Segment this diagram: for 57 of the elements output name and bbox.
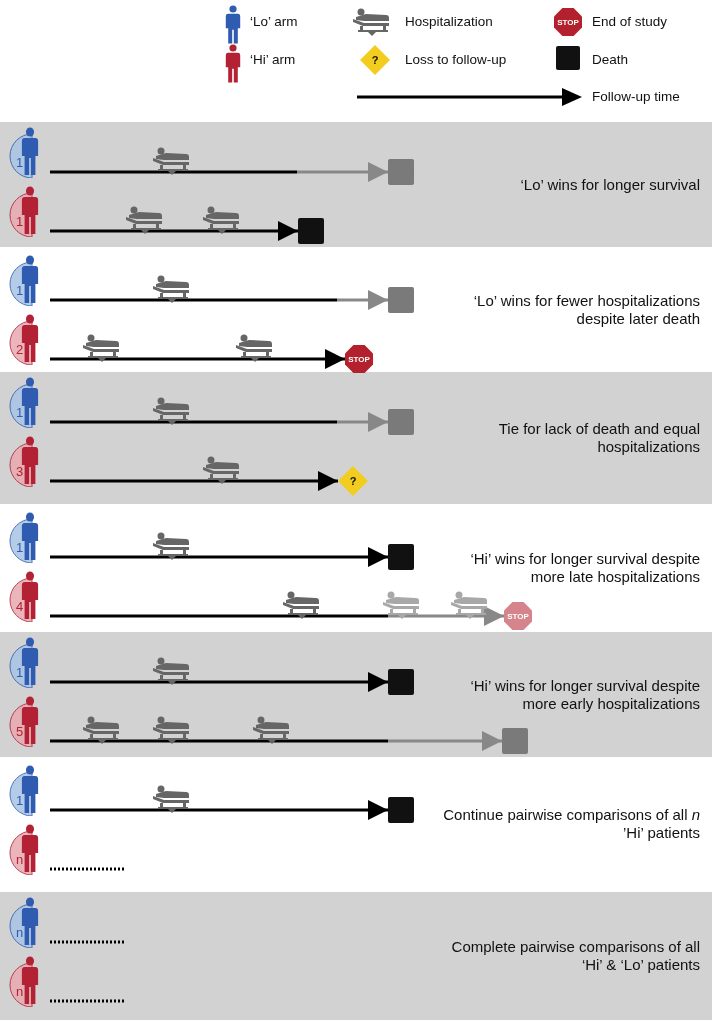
panel-band [0,372,712,504]
death-square [388,669,414,695]
patient-number: 1 [16,541,24,555]
patient-number: 1 [16,215,24,229]
legend-text: End of study [592,14,668,29]
timeline-arrow [50,800,388,820]
legend-text: ‘Hi’ arm [250,52,296,67]
patient-number: 5 [16,725,24,739]
patient-number: 2 [16,343,24,357]
timeline-arrow [50,290,388,310]
verdict-text: Continue pairwise comparisons of all n ’Hi’ patients [442,806,700,842]
legend-text: Loss to follow-up [405,52,507,67]
patient-number: 4 [16,600,24,614]
timeline-arrow [50,162,388,182]
panel-band [0,122,712,247]
legend-text: Follow-up time [592,89,680,104]
patient-number: 1 [16,666,24,680]
legend-text: ‘Lo’ arm [250,14,298,29]
panel-band [0,892,712,1020]
verdict-text: ‘Hi’ wins for longer survival despite more late hospitalizations [469,550,700,586]
timeline-arrow [50,349,345,369]
timeline-arrow [50,672,388,692]
dotted-line [50,867,126,871]
verdict-text: Complete pairwise comparisons of all ‘Hi’ & ‘Lo’ patients [450,938,700,974]
patient-number: 3 [16,465,24,479]
patient-number: 1 [16,406,24,420]
stop-sign: STOP [554,8,582,36]
stop-sign: STOP [504,602,532,630]
dotted-line [50,940,126,944]
timeline-arrow [50,547,388,567]
patient-number: n [16,985,24,999]
censor-square [502,728,528,754]
patient-number: 1 [16,794,24,808]
verdict-text: ‘Hi’ wins for longer survival despite more early hospitalizations [469,676,700,713]
legend-text: Death [592,52,629,67]
legend-text: Hospitalization [405,14,493,29]
timeline-arrow [50,221,298,241]
dotted-line [50,999,126,1003]
patient-number: 1 [16,284,24,298]
timeline-arrow [50,606,504,626]
panel-band [0,632,712,757]
censor-square [388,287,414,313]
death-square [388,544,414,570]
timeline-arrow [50,471,338,491]
patient-number: n [16,926,24,940]
verdict-text: Tie for lack of death and equal hospitalizations [497,420,700,456]
patient-number: n [16,853,24,867]
stop-sign: STOP [345,345,373,373]
patient-number: 1 [16,156,24,170]
timeline-arrow [50,731,502,751]
timeline-arrow [50,412,388,432]
verdict-text: ‘Lo’ wins for fewer hospitalizations despite later death [472,292,700,328]
censor-square [388,409,414,435]
death-square [388,797,414,823]
censor-square [388,159,414,185]
verdict-text: ‘Lo’ wins for longer survival [519,175,700,194]
death-square [298,218,324,244]
